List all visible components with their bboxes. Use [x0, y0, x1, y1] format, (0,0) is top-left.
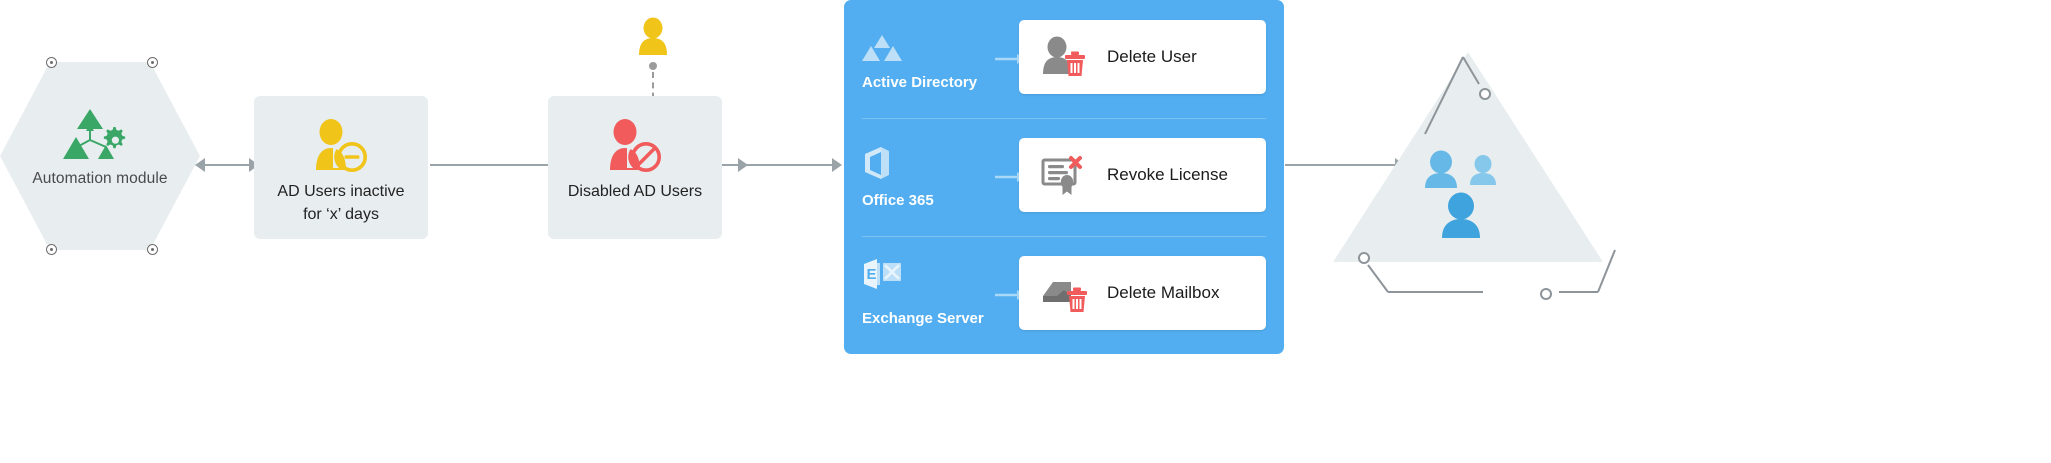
- service-row-exchange-server[interactable]: E Exchange Server: [844, 236, 1284, 354]
- dropper-dot: [649, 62, 657, 70]
- triangle-selection-outline: [1358, 56, 1616, 300]
- node-label-disabled-ad-users: Disabled AD Users: [567, 183, 703, 200]
- node-automation-module[interactable]: Automation module: [0, 57, 200, 255]
- arrow-right-icon: [832, 158, 842, 172]
- office-365-icon: [865, 147, 889, 179]
- action-card-delete-user[interactable]: Delete User: [1019, 20, 1266, 94]
- person-yellow-icon: [639, 17, 667, 55]
- handle-dot: [49, 60, 53, 64]
- action-label-delete-mailbox: Delete Mailbox: [1107, 283, 1220, 302]
- arrow-left-icon: [195, 158, 205, 172]
- users-group-icon: [1425, 150, 1496, 238]
- user-delete-icon: [1043, 36, 1085, 76]
- node-final-group[interactable]: [1333, 52, 1616, 300]
- handle-dot: [49, 247, 53, 251]
- service-name-exchange-server: Exchange Server: [862, 310, 984, 327]
- automation-module-icon: [63, 109, 126, 159]
- certificate-revoke-icon: [1041, 156, 1082, 195]
- node-label-ad-users-inactive-line1: AD Users inactive: [277, 183, 405, 200]
- node-ad-users-inactive[interactable]: AD Users inactive for ‘x’ days: [254, 96, 428, 239]
- svg-text:E: E: [867, 266, 877, 283]
- connector-line: [724, 164, 832, 166]
- action-card-delete-mailbox[interactable]: Delete Mailbox: [1019, 256, 1266, 330]
- panel-divider: [862, 236, 1266, 237]
- service-row-active-directory[interactable]: Active Directory Delete User: [844, 0, 1284, 118]
- exchange-server-icon: E: [864, 259, 901, 289]
- service-row-office-365[interactable]: Office 365 Revoke License: [844, 118, 1284, 236]
- mailbox-delete-icon: [1043, 282, 1087, 312]
- selection-handle-bottom-left[interactable]: [46, 244, 57, 255]
- selection-handle-top-right[interactable]: [147, 57, 158, 68]
- active-directory-icon: [862, 35, 902, 61]
- selection-handle-top-left[interactable]: [46, 57, 57, 68]
- connector-line: [205, 164, 249, 166]
- user-minus-icon: [316, 119, 367, 172]
- selection-handle-bottom-right[interactable]: [147, 244, 158, 255]
- connector-line: [1285, 164, 1395, 166]
- action-label-revoke-license: Revoke License: [1107, 165, 1228, 184]
- service-name-office-365: Office 365: [862, 192, 934, 209]
- node-label-ad-users-inactive-line2: for ‘x’ days: [303, 206, 379, 223]
- action-card-revoke-license[interactable]: Revoke License: [1019, 138, 1266, 212]
- handle-dot: [150, 60, 154, 64]
- integration-panel: Active Directory Delete User: [844, 0, 1284, 354]
- user-blocked-icon: [610, 119, 661, 172]
- service-name-active-directory: Active Directory: [862, 74, 978, 91]
- node-disabled-ad-users[interactable]: Disabled AD Users: [548, 96, 722, 239]
- handle-dot: [150, 247, 154, 251]
- panel-divider: [862, 118, 1266, 119]
- action-label-delete-user: Delete User: [1107, 47, 1197, 66]
- node-label-automation-module: Automation module: [32, 170, 168, 187]
